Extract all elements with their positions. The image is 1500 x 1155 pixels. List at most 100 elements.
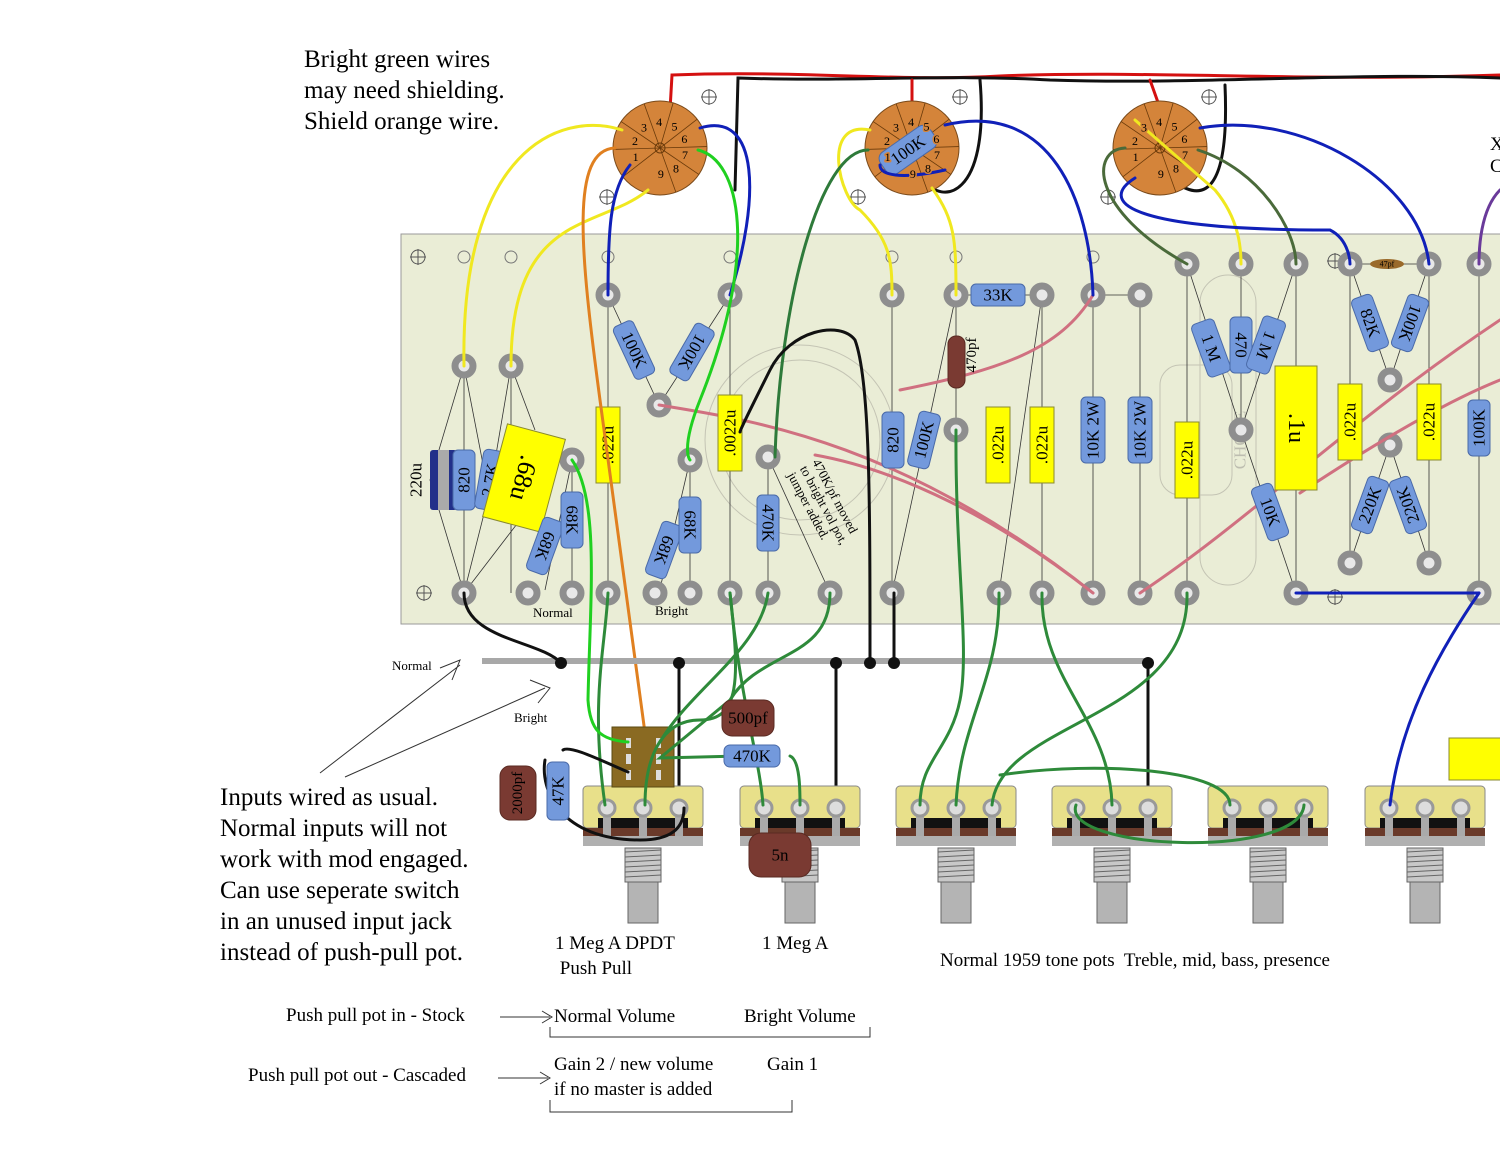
svg-text:may need shielding.: may need shielding. [304,77,505,104]
tube-pin-number: 3 [893,121,899,135]
pot1-caption-2: Push Pull [555,958,632,979]
tube-pin-number: 5 [672,119,678,133]
tube-pin-number: 1 [1133,150,1139,164]
legend-normal-volume: Normal Volume [554,1006,675,1027]
tube-pin-number: 3 [641,121,647,135]
tone-pots-caption: Normal 1959 tone pots Treble, mid, bass,… [940,950,1330,971]
tube-pin-number: 7 [682,148,688,162]
mode-legend: Push pull pot in - Stock Normal Volume B… [248,1005,871,1113]
capacitor-47pf: 47pf [1370,259,1404,269]
label-220u: 220u [407,463,426,498]
edge-note: XC [1490,134,1500,177]
svg-text:68K: 68K [563,505,582,535]
svg-text:68K: 68K [681,510,700,540]
tube-pin-number: 8 [673,161,679,175]
tube-pin-number: 4 [908,115,914,129]
tube-pin-number: 5 [924,119,930,133]
svg-text:47K: 47K [549,776,568,806]
capacitor-022u-4: .022u [1174,421,1200,499]
svg-text:47pf: 47pf [1380,260,1395,269]
capacitor-022u-5: .022u [1337,383,1363,461]
tube-pin-number: 7 [934,148,940,162]
resistor-68k-normal-2: 68K [560,491,584,549]
capacitor-5n: 5n [748,832,812,878]
svg-text:470K: 470K [759,504,778,543]
legend-gain2-note: if no master is added [554,1079,713,1100]
resistor-10k-2w-1: 10K 2W [1080,396,1106,464]
capacitor-yellow-edge [1448,737,1500,781]
tube-pin-number: 2 [1132,134,1138,148]
tube-pin-number: 4 [656,115,662,129]
svg-text:2000pf: 2000pf [510,772,526,815]
resistor-33k: 33K [970,283,1026,307]
svg-text:Inputs wired as usual.: Inputs wired as usual. [220,784,438,811]
legend-bright-volume: Bright Volume [744,1006,856,1027]
potentiometer[interactable] [1051,785,1173,924]
legend-arrow-stock [500,1010,871,1038]
tube-pin-number: 7 [1182,148,1188,162]
heater-wire-red-2 [910,78,1162,112]
resistor-470k-pot: 470K [723,744,781,768]
capacitor-022u-1: .022u [595,406,621,484]
svg-text:.1u: .1u [1283,413,1309,443]
tube-pin-number: 1 [633,150,639,164]
capacitor-220u [430,450,457,510]
potentiometer[interactable] [582,785,704,924]
legend-stock-label: Push pull pot in - Stock [286,1005,465,1026]
tube-pin-number: 3 [1141,121,1147,135]
label-470pf: 470pf [964,338,980,373]
legend-cascade-label: Push pull pot out - Cascaded [248,1065,466,1086]
legend-gain1: Gain 1 [767,1054,818,1075]
svg-text:Bright green wires: Bright green wires [304,46,490,73]
input-label-bright: Bright [514,710,548,725]
potentiometer[interactable] [895,785,1017,924]
capacitor-500pf: 500pf [721,699,775,737]
board-label-bright: Bright [655,603,689,618]
svg-text:instead of push-pull pot.: instead of push-pull pot. [220,939,463,966]
input-arrows [319,659,551,778]
resistor-1m-2: 1 M [1246,315,1286,375]
inputs-note: Inputs wired as usual. Normal inputs will… [220,784,469,966]
pot2-caption: 1 Meg A [762,933,829,954]
tube-pin-number: 8 [925,161,931,175]
capacitor-470pf [947,335,966,389]
svg-text:.0022u: .0022u [721,409,740,456]
svg-text:470K: 470K [733,747,772,766]
svg-text:33K: 33K [983,286,1013,305]
potentiometer[interactable] [1207,785,1329,924]
svg-text:Can use seperate switch: Can use seperate switch [220,877,460,904]
svg-text:X: X [1490,134,1500,155]
tube-pin-number: 8 [1173,161,1179,175]
svg-text:820: 820 [455,467,474,493]
svg-text:Normal inputs will not: Normal inputs will not [220,815,447,842]
resistor-820: 820 [452,449,476,511]
input-label-normal: Normal [392,658,432,673]
svg-text:.022u: .022u [1178,440,1197,479]
svg-text:820: 820 [884,427,903,453]
legend-gain2: Gain 2 / new volume [554,1054,713,1075]
svg-text:in an unused input jack: in an unused input jack [220,908,452,935]
tube-pin-number: 9 [1158,167,1164,181]
svg-text:470: 470 [1232,332,1251,358]
resistor-68k-bright-2: 68K [678,496,702,554]
tube-pin-number: 6 [1181,132,1187,146]
tube-pin-number: 4 [1156,115,1162,129]
socket-wires [462,118,1500,772]
svg-text:100K: 100K [1470,408,1489,447]
capacitor-022u-2: .022u [985,406,1011,484]
svg-text:10K 2W: 10K 2W [1131,400,1150,459]
potentiometer[interactable] [1364,785,1486,924]
svg-text:5n: 5n [772,846,790,865]
capacitor-2000pf: 2000pf [499,765,537,821]
pot1-caption-1: 1 Meg A DPDT [555,933,675,954]
tube-pin-number: 9 [910,167,916,181]
capacitor-0.1u: .1u [1274,365,1318,491]
heater-wire-black [733,74,1500,192]
svg-text:.022u: .022u [1420,402,1439,441]
pots [582,785,1486,924]
